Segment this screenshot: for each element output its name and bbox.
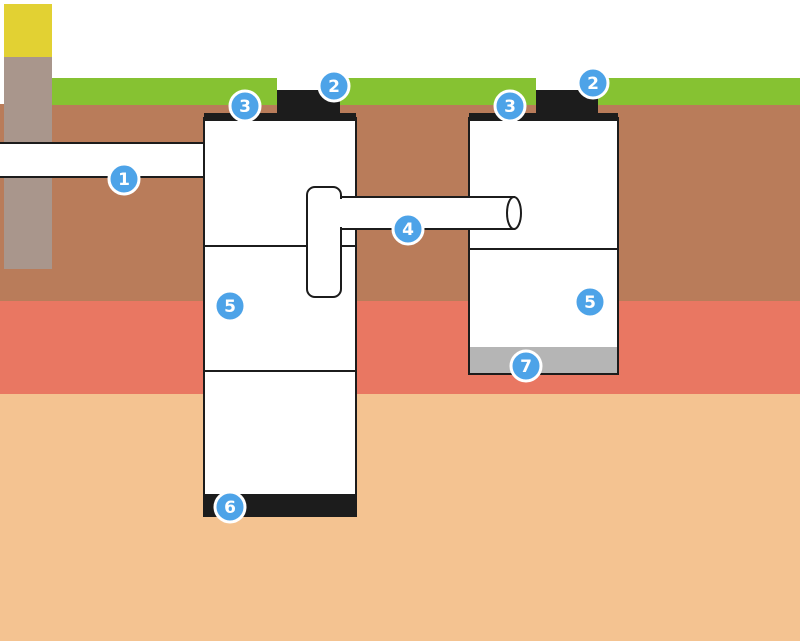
marker-5b-icon: 5	[573, 285, 607, 319]
sand-layer	[0, 393, 800, 641]
marker-2b-label: 2	[587, 74, 599, 94]
house-roof	[4, 4, 52, 57]
marker-2a-icon: 2	[317, 69, 351, 103]
marker-2b-icon: 2	[576, 66, 610, 100]
marker-1-icon: 1	[107, 162, 141, 196]
marker-4-icon: 4	[391, 212, 425, 246]
markers-layer: 1 2 2 3 3 4 5 5	[107, 66, 610, 524]
tank-2-outline	[468, 117, 619, 375]
tank-2-gravel-bottom	[470, 347, 617, 374]
clay-layer	[0, 300, 800, 394]
marker-2a-label: 2	[328, 77, 340, 97]
marker-5a-icon: 5	[213, 289, 247, 323]
marker-3a-label: 3	[239, 97, 251, 117]
marker-7-label: 7	[520, 357, 532, 377]
marker-5b-label: 5	[584, 293, 596, 313]
grass-strip-right	[598, 78, 800, 105]
tank-1-top-slab	[204, 113, 356, 121]
marker-3a-icon: 3	[228, 89, 262, 123]
overflow-pipe	[335, 196, 515, 230]
marker-6-label: 6	[224, 498, 236, 518]
marker-7-icon: 7	[509, 349, 543, 383]
marker-6-icon: 6	[213, 490, 247, 524]
pipe-joint-cover	[336, 199, 344, 227]
overflow-pipe-end	[506, 196, 522, 230]
inlet-pipe	[0, 142, 219, 178]
marker-3b-icon: 3	[493, 89, 527, 123]
marker-5a-label: 5	[224, 297, 236, 317]
tank-2-body	[468, 117, 619, 375]
marker-1-label: 1	[118, 170, 130, 190]
marker-4-label: 4	[402, 220, 414, 240]
t-piece-vertical	[306, 186, 342, 298]
marker-3b-label: 3	[504, 97, 516, 117]
